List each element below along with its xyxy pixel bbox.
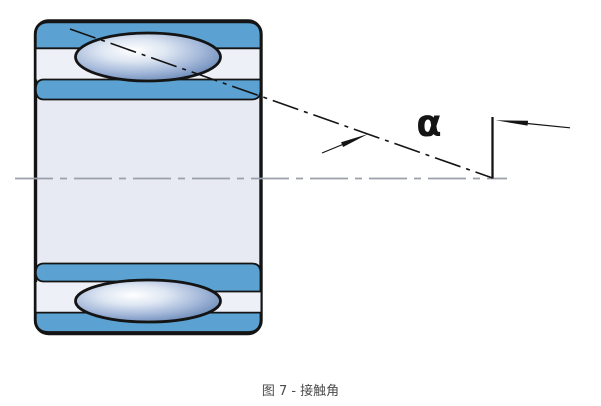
- ball-bottom: [74, 278, 222, 324]
- radial-line-leader: [525, 122, 571, 129]
- contact-angle-label: α: [416, 102, 441, 145]
- inner-ring-top-section: [34, 78, 262, 101]
- radial-line-arrow-icon: [495, 120, 529, 126]
- contact-line-arrow-icon: [341, 134, 368, 147]
- figure-caption: 图 7 - 接触角: [261, 384, 340, 399]
- contact-angle-line: [69, 28, 493, 179]
- inner-ring-bottom-section: [34, 262, 262, 293]
